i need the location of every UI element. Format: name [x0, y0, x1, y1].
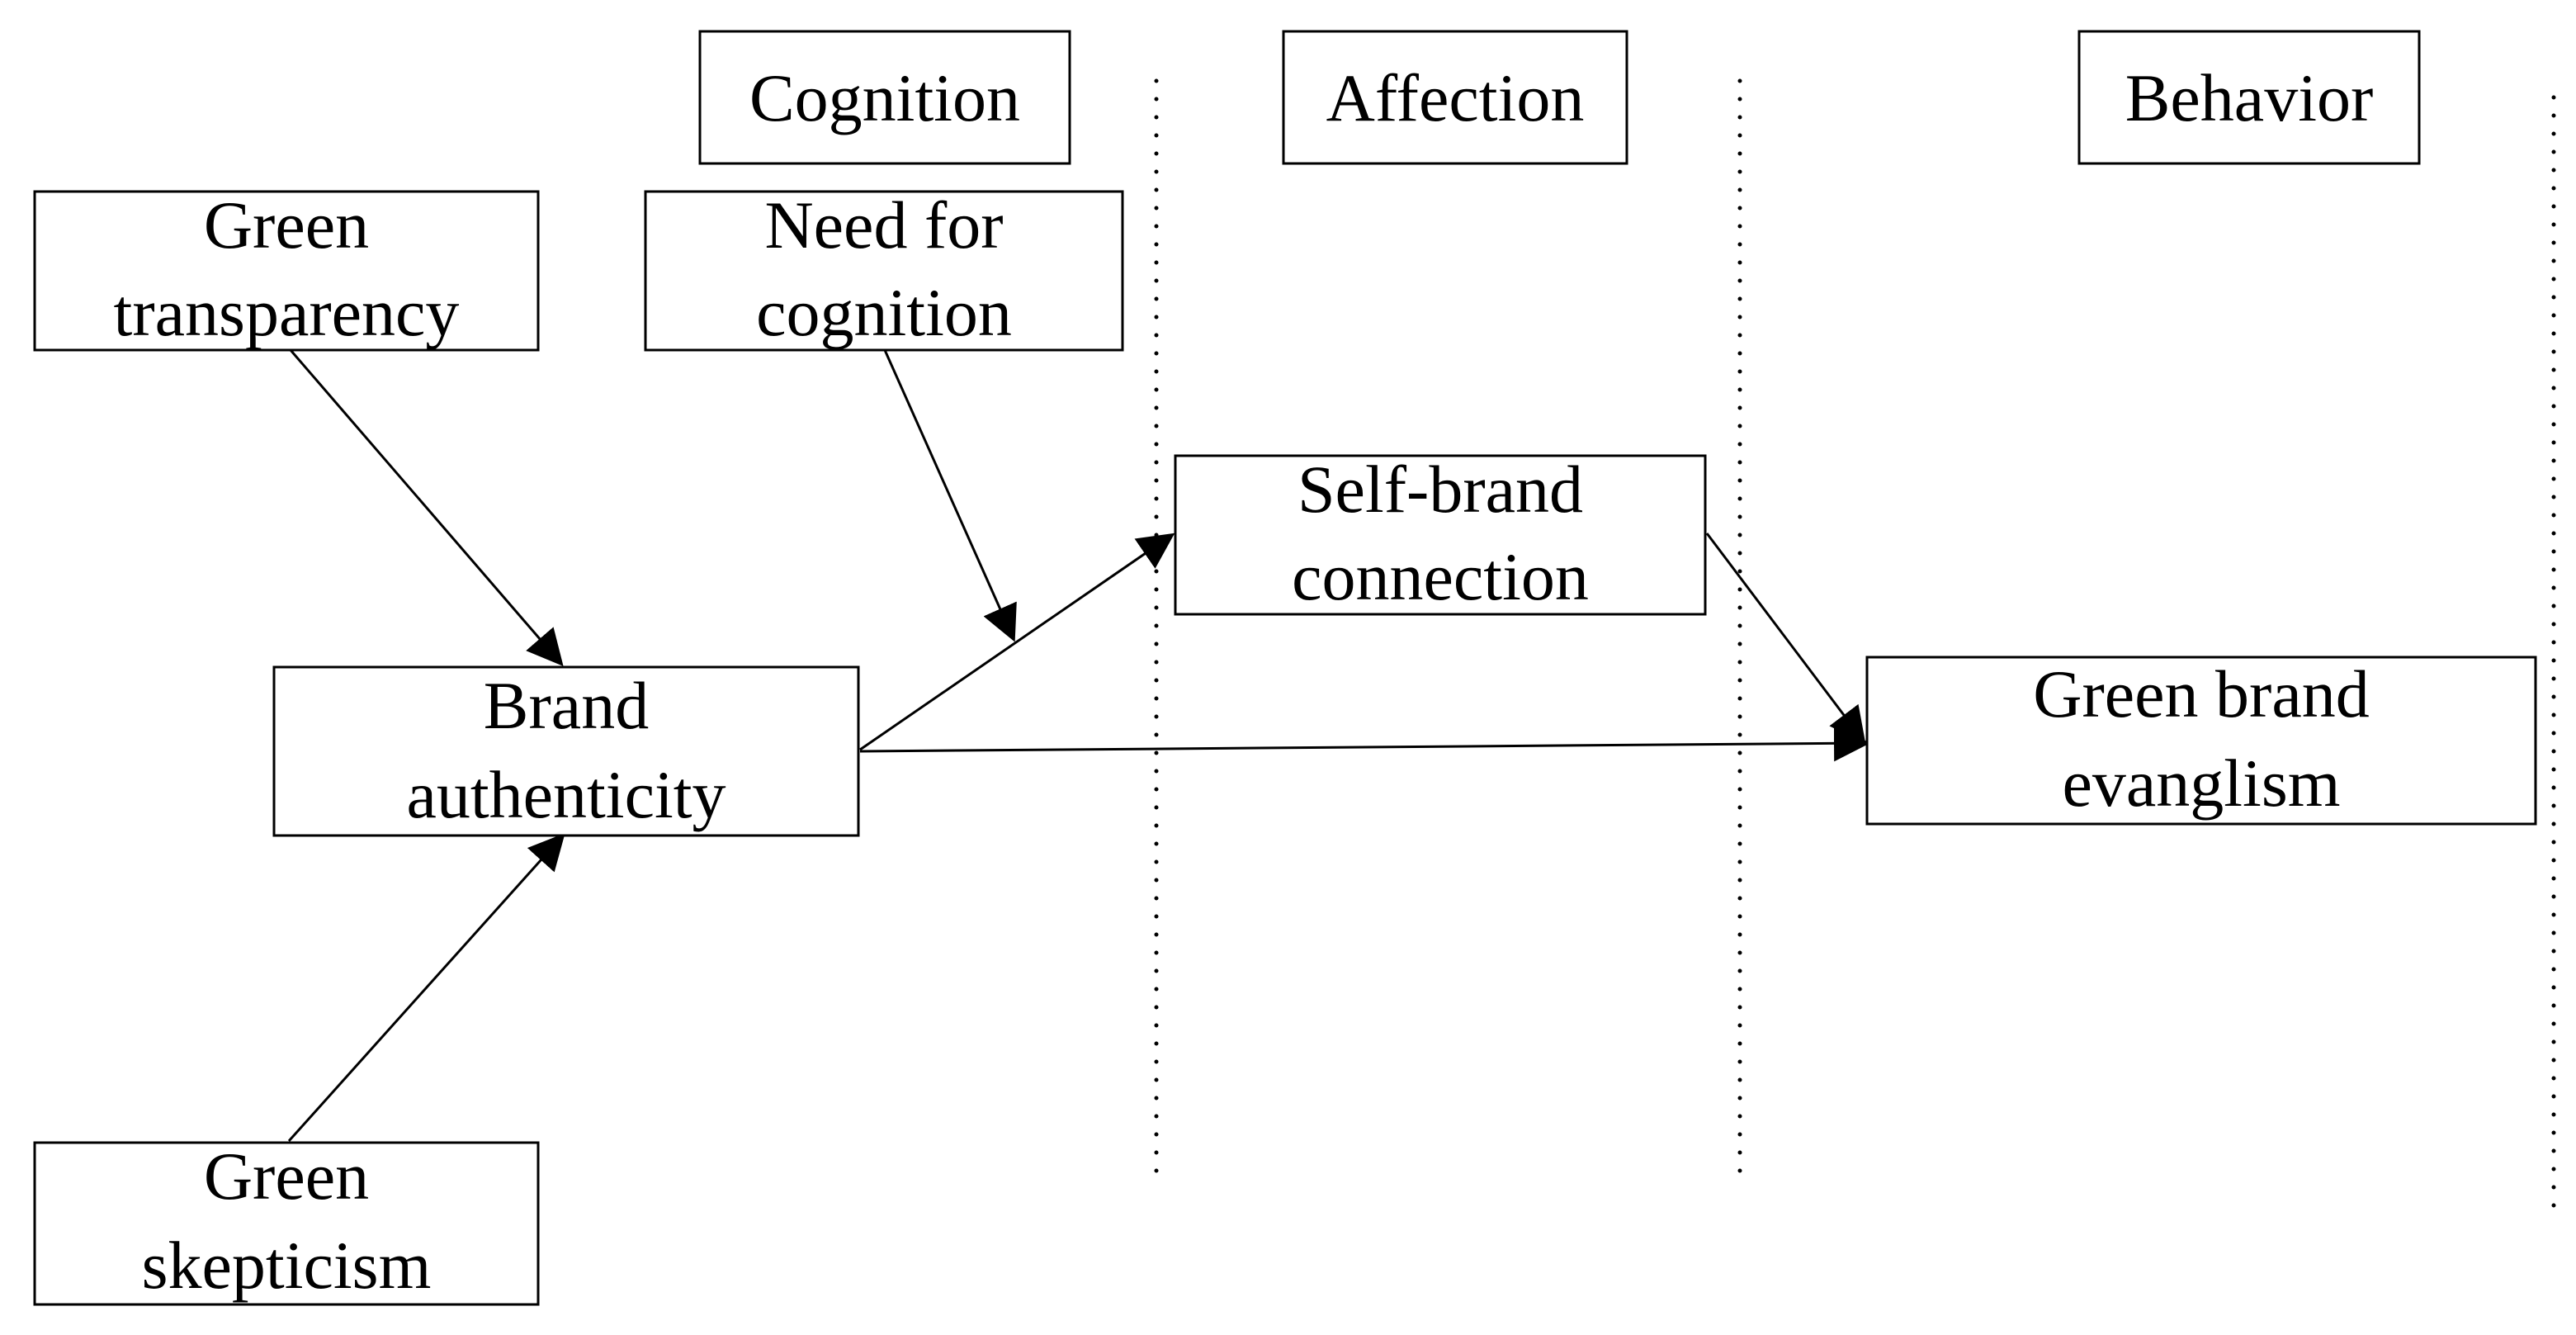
header-cognition-label: Cognition [749, 60, 1020, 135]
node-need-for-cognition-line2: cognition [756, 275, 1012, 350]
edge-need-for-cognition-moderation [883, 349, 1017, 642]
node-green-brand-evanglism: Green brand evanglism [1865, 656, 2537, 826]
edge-self-brand-to-evanglism [1705, 533, 1866, 745]
edge-skepticism-to-authenticity [287, 833, 565, 1143]
edge-authenticity-to-evanglism [859, 725, 1870, 762]
node-green-skepticism-line1: Green [204, 1139, 369, 1214]
header-affection-label: Affection [1326, 60, 1585, 135]
node-brand-authenticity-line2: authenticity [406, 757, 726, 832]
header-cognition: Cognition [698, 30, 1071, 165]
header-affection: Affection [1282, 30, 1628, 165]
node-brand-authenticity: Brand authenticity [272, 665, 860, 837]
edge-authenticity-to-self-brand [859, 533, 1175, 751]
header-behavior-label: Behavior [2125, 60, 2374, 135]
node-green-transparency-line2: transparency [114, 275, 460, 350]
node-self-brand-connection-line1: Self-brand [1297, 452, 1583, 527]
node-need-for-cognition: Need for cognition [644, 187, 1124, 352]
node-need-for-cognition-line1: Need for [764, 187, 1003, 263]
node-green-transparency: Green transparency [33, 187, 540, 352]
node-green-brand-evanglism-line2: evanglism [2062, 746, 2340, 821]
node-self-brand-connection: Self-brand connection [1174, 452, 1707, 616]
node-brand-authenticity-line1: Brand [484, 668, 649, 743]
node-green-skepticism: Green skepticism [33, 1139, 540, 1306]
node-green-transparency-line1: Green [204, 187, 369, 263]
node-self-brand-connection-line2: connection [1292, 539, 1589, 614]
node-green-brand-evanglism-line1: Green brand [2033, 656, 2370, 731]
node-green-skepticism-line2: skepticism [142, 1228, 432, 1303]
header-behavior: Behavior [2077, 30, 2421, 165]
edge-transparency-to-authenticity [289, 349, 564, 667]
